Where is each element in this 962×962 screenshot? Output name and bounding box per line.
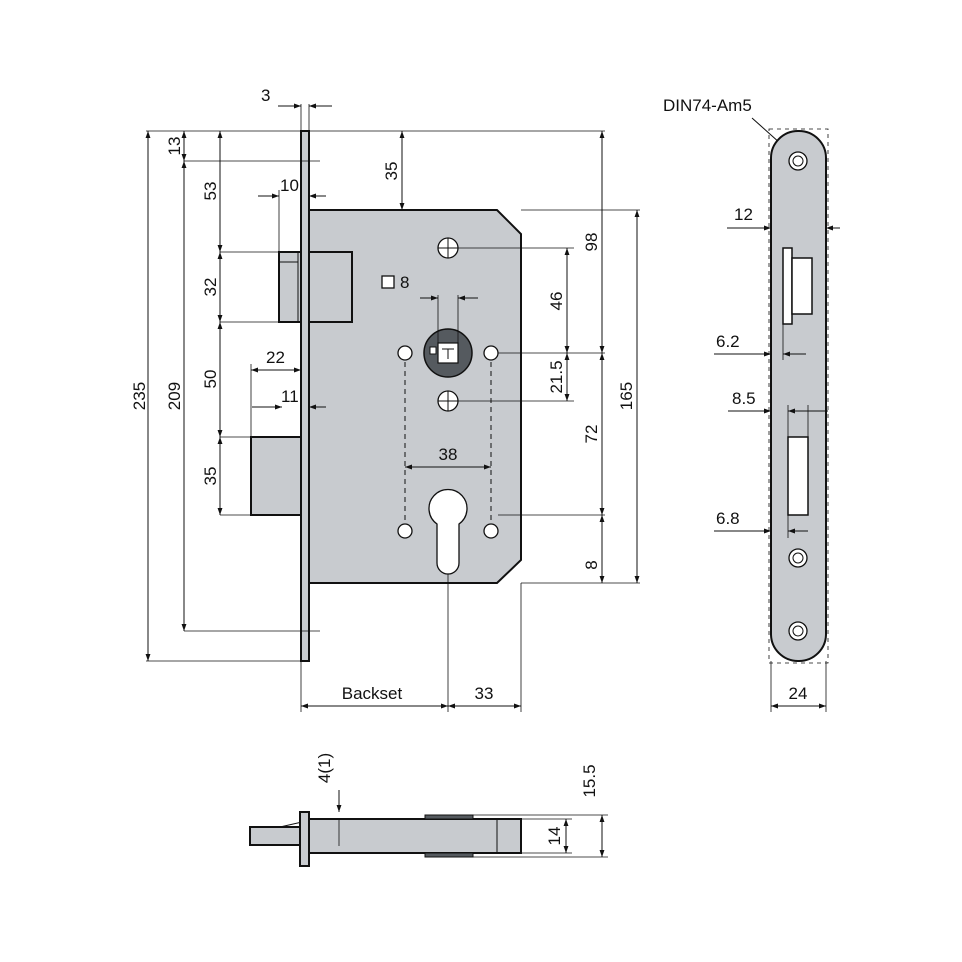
- forend-screw-middle: [788, 548, 808, 568]
- screw-hole-left: [397, 345, 413, 361]
- dim-10: 10: [280, 176, 299, 195]
- dim-235: 235: [130, 382, 149, 410]
- square-spindle-size: 8: [400, 273, 409, 292]
- dim-209: 209: [165, 382, 184, 410]
- dim-38: 38: [439, 445, 458, 464]
- dim-13: 13: [165, 137, 184, 156]
- screw-hole-bottom-left: [397, 523, 413, 539]
- dim-72: 72: [582, 425, 601, 444]
- bottom-forend: [299, 811, 310, 867]
- forend-plate: [300, 130, 310, 662]
- dim-8: 8: [582, 560, 601, 569]
- dim-35-deadbolt: 35: [201, 467, 220, 486]
- forend-screw-bottom: [788, 621, 808, 641]
- dim-33: 33: [475, 684, 494, 703]
- dead-bolt: [250, 436, 304, 516]
- forend-type-label: DIN74-Am5: [663, 96, 752, 115]
- dim-3: 3: [261, 86, 270, 105]
- dim-46: 46: [547, 292, 566, 311]
- latch-head: [791, 257, 813, 315]
- dim-backset: Backset: [342, 684, 403, 703]
- square-spindle-icon: [381, 275, 395, 289]
- dim-21-5: 21.5: [547, 360, 566, 393]
- dim-50: 50: [201, 370, 220, 389]
- dim-6-2: 6.2: [716, 332, 740, 351]
- dim-12: 12: [734, 205, 753, 224]
- dim-53: 53: [201, 182, 220, 201]
- screw-hole-right: [483, 345, 499, 361]
- screw-hole-bottom-right: [483, 523, 499, 539]
- bottom-latch: [249, 826, 303, 846]
- dim-4-1: 4(1): [315, 753, 334, 783]
- cylinder-cutout: [428, 488, 468, 575]
- bottom-hub-bottom: [424, 852, 474, 858]
- front-view: 8 3 235 13 209 53 32: [130, 86, 640, 712]
- bottom-case: [308, 818, 522, 854]
- bottom-hub-top: [424, 814, 474, 820]
- dim-98: 98: [582, 233, 601, 252]
- dim-11: 11: [281, 387, 299, 406]
- dim-24: 24: [789, 684, 808, 703]
- dim-35-top: 35: [382, 162, 401, 181]
- dim-22: 22: [266, 348, 285, 367]
- deadbolt-opening: [787, 436, 809, 516]
- dim-165: 165: [617, 382, 636, 410]
- forend-face: [770, 130, 827, 662]
- dim-15-5: 15.5: [580, 764, 599, 797]
- dim-8-5: 8.5: [732, 389, 756, 408]
- side-view: DIN74-Am5 12 6.2 8.5: [663, 96, 840, 712]
- latch-opening: [782, 247, 793, 325]
- latch-bolt: [278, 251, 353, 323]
- forend-screw-top: [788, 151, 808, 171]
- dim-6-8: 6.8: [716, 509, 740, 528]
- dim-32: 32: [201, 278, 220, 297]
- dim-14: 14: [545, 827, 564, 846]
- bottom-view: 4(1) 14 15.5: [249, 753, 608, 867]
